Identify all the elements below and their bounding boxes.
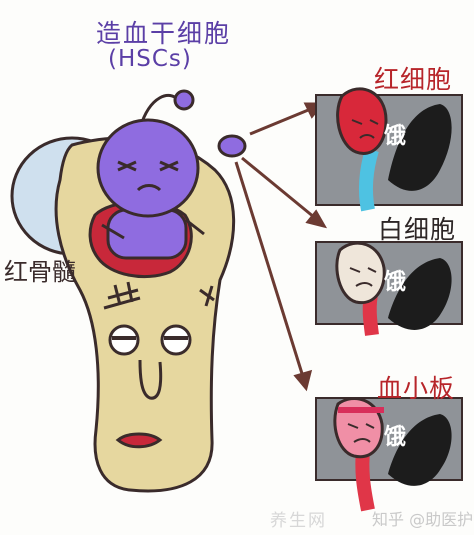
- rbc-character: [336, 87, 388, 155]
- platelet-character: [333, 397, 384, 459]
- rbc-label: 红细胞: [374, 65, 453, 94]
- stem-cell-head: [96, 118, 200, 218]
- wbc-speech-bubble: [388, 258, 452, 330]
- rbc-speech-bubble: [388, 104, 452, 191]
- red-marrow-label: 红骨髓: [4, 258, 76, 286]
- rbc-hungry-text: 饿: [384, 124, 407, 149]
- platelet-face: [347, 423, 375, 443]
- platelet-label: 血小板: [377, 374, 456, 403]
- wbc-character: [335, 241, 386, 305]
- arrows: [234, 102, 328, 392]
- rbc-face: [351, 119, 379, 139]
- wbc-label: 白细胞: [378, 215, 457, 244]
- antenna-tip: [173, 89, 195, 111]
- stem-cell-eyes: [117, 160, 179, 172]
- wbc-hungry-text: 饿: [384, 270, 407, 295]
- platelet-speech-bubble: [388, 414, 452, 486]
- wbc-panel: [315, 241, 463, 336]
- rbc-panel: [315, 87, 463, 212]
- wbc-face: [349, 267, 377, 287]
- bone-nose: [138, 359, 163, 400]
- watermark-right: 知乎 @助医护: [372, 510, 474, 529]
- diagram-subtitle: (HSCs): [108, 46, 192, 72]
- arrow-to-rbc: [249, 104, 319, 136]
- rbc-vessel: [358, 147, 379, 212]
- stem-cell-character: [96, 89, 205, 260]
- diagram-title: 造血干细胞: [96, 19, 232, 48]
- arrow-to-wbc: [241, 156, 321, 224]
- bone-stitch: [103, 281, 141, 310]
- bone-crack: [199, 285, 215, 307]
- bone-illustration: [10, 136, 236, 493]
- arrow-to-platelet: [234, 161, 306, 381]
- bone-mouth: [115, 432, 163, 449]
- arrow-to-platelet-head: [293, 369, 313, 392]
- stem-cell-arms: [101, 218, 205, 240]
- platelet-hungry-text: 饿: [384, 425, 407, 450]
- watermark-left: 养生网: [270, 511, 327, 531]
- released-stem-cell: [217, 134, 247, 158]
- stem-cell-mouth: [136, 184, 162, 192]
- platelet-panel: [315, 397, 463, 512]
- arrow-to-wbc-head: [305, 209, 328, 229]
